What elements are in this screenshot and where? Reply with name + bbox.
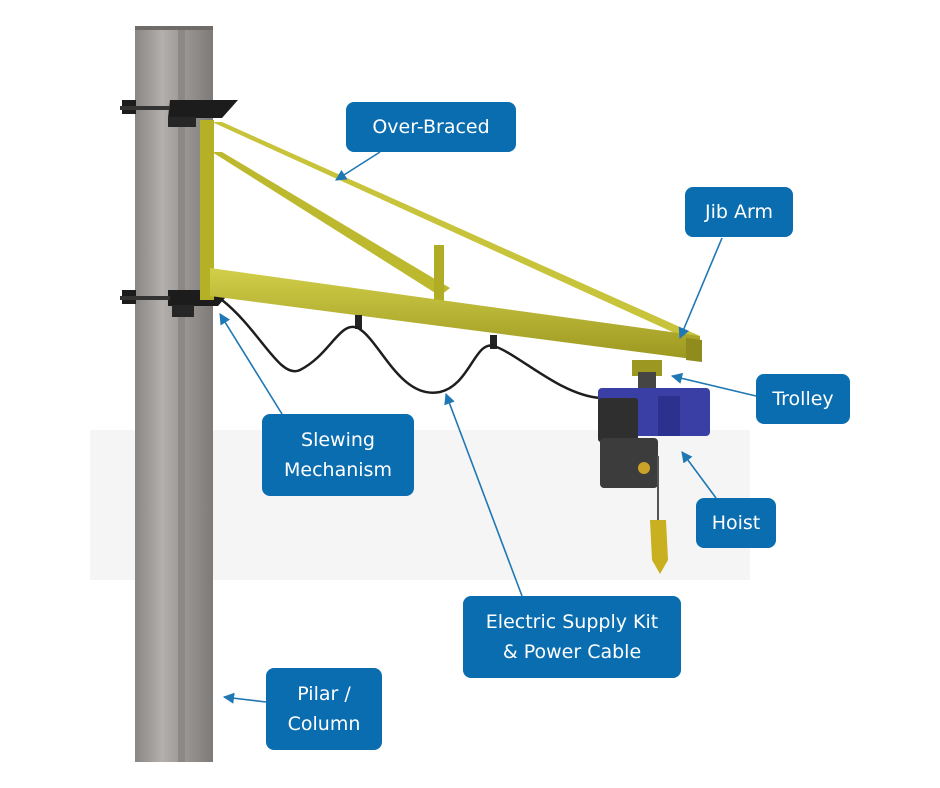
jib-arm-label: Jib Arm xyxy=(685,187,793,237)
top-bracket xyxy=(120,100,238,127)
hoist-text: Hoist xyxy=(711,512,761,534)
pillar-line-2: Column xyxy=(287,713,361,735)
over-braced-text: Over-Braced xyxy=(372,116,490,138)
slewing-mechanism-label: Slewing Mechanism xyxy=(262,414,414,496)
cable-hanger xyxy=(490,335,497,349)
power-cable xyxy=(221,299,601,400)
trolley-unit xyxy=(632,360,662,392)
jib-arm-text: Jib Arm xyxy=(705,201,773,223)
over-brace xyxy=(212,122,700,340)
pillar-column-label: Pilar / Column xyxy=(266,668,382,750)
slewing-line-2: Mechanism xyxy=(284,459,392,481)
trolley-label: Trolley xyxy=(756,374,850,424)
electric-supply-line-1: Electric Supply Kit xyxy=(485,611,659,633)
slewing-line-1: Slewing xyxy=(301,429,375,451)
cable-hanger xyxy=(355,315,362,329)
jib-arm-beam xyxy=(210,268,702,362)
pillar-line-1: Pilar / xyxy=(297,683,351,705)
jib-mast xyxy=(200,120,214,300)
leader-lines xyxy=(219,151,757,704)
electric-supply-line-2: & Power Cable xyxy=(502,641,642,663)
electric-supply-label: Electric Supply Kit & Power Cable xyxy=(463,596,681,678)
trolley-text: Trolley xyxy=(772,388,834,410)
hoist-label: Hoist xyxy=(696,498,776,548)
over-braced-label: Over-Braced xyxy=(346,102,516,152)
hoist-unit xyxy=(598,388,710,574)
